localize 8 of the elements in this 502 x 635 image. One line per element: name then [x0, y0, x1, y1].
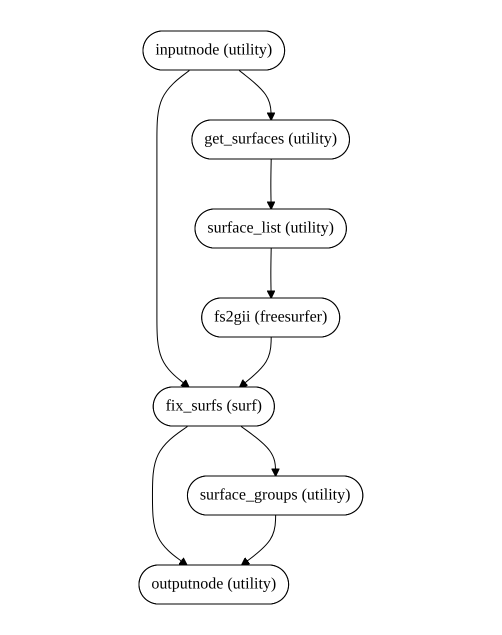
arrow [266, 248, 276, 299]
arrow [240, 514, 276, 566]
arrow [238, 70, 276, 121]
arrow [266, 159, 276, 210]
arrow [240, 426, 280, 477]
arrow [238, 337, 272, 388]
arrow [152, 426, 188, 566]
arrow [156, 70, 190, 388]
